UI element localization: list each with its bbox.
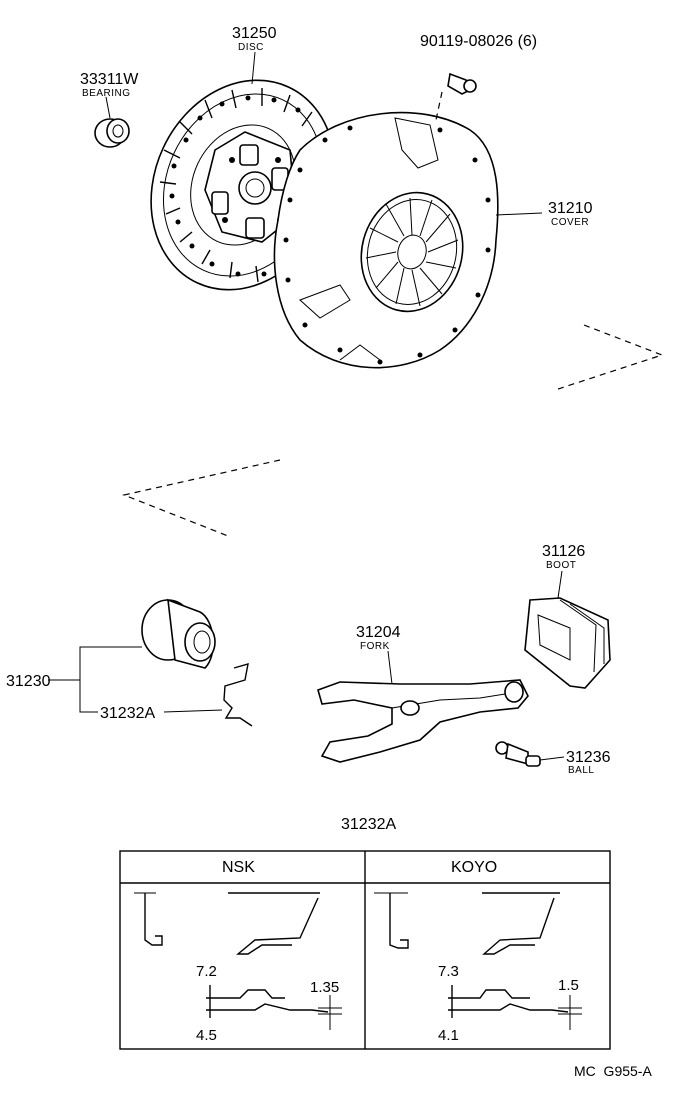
koyo-dim-right: 1.5 — [558, 977, 579, 994]
detail-table: 31232A NSK KOYO 7.2 4.5 1.35 — [119, 816, 611, 1050]
nsk-dim-bottom: 4.5 — [196, 1027, 217, 1044]
nsk-dim-top: 7.2 — [196, 963, 217, 980]
cover-name: COVER — [551, 217, 589, 228]
koyo-dim-top: 7.3 — [438, 963, 459, 980]
release-bearing-number: 31230 — [6, 673, 51, 690]
ball-stud — [495, 741, 541, 767]
koyo-clip-drawing — [374, 892, 582, 1030]
bolt — [435, 72, 477, 121]
ball-number: 31236 — [566, 749, 611, 766]
alignment-lines — [121, 324, 664, 537]
boot-name: BOOT — [546, 560, 576, 571]
detail-table-title: 31232A — [341, 816, 396, 833]
bearing-name: BEARING — [82, 88, 131, 99]
boot — [524, 597, 611, 689]
nsk-header: NSK — [222, 859, 255, 876]
fork-name: FORK — [360, 641, 390, 652]
release-fork — [317, 679, 529, 763]
boot-number: 31126 — [542, 543, 585, 560]
cover-number: 31210 — [548, 200, 593, 217]
bearing-number: 33311W — [80, 71, 139, 88]
disc-number: 31250 — [232, 25, 277, 42]
part-labels: 31250 DISC 33311W BEARING 90119-08026 (6… — [6, 25, 611, 776]
koyo-header: KOYO — [451, 859, 497, 876]
fork-number: 31204 — [356, 624, 401, 641]
nsk-clip-drawing — [134, 892, 342, 1030]
bolt-number: 90119-08026 (6) — [420, 33, 537, 50]
nsk-dim-right: 1.35 — [310, 979, 339, 996]
clip-number: 31232A — [100, 705, 155, 722]
clip — [223, 663, 253, 727]
pilot-bearing — [94, 118, 130, 148]
release-bearing — [141, 598, 216, 669]
disc-name: DISC — [238, 42, 264, 53]
ball-name: BALL — [568, 765, 594, 776]
diagram-code: MC G955-A — [574, 1063, 652, 1079]
koyo-dim-bottom: 4.1 — [438, 1027, 459, 1044]
leader-lines — [48, 51, 565, 761]
clutch-cover — [273, 111, 499, 369]
